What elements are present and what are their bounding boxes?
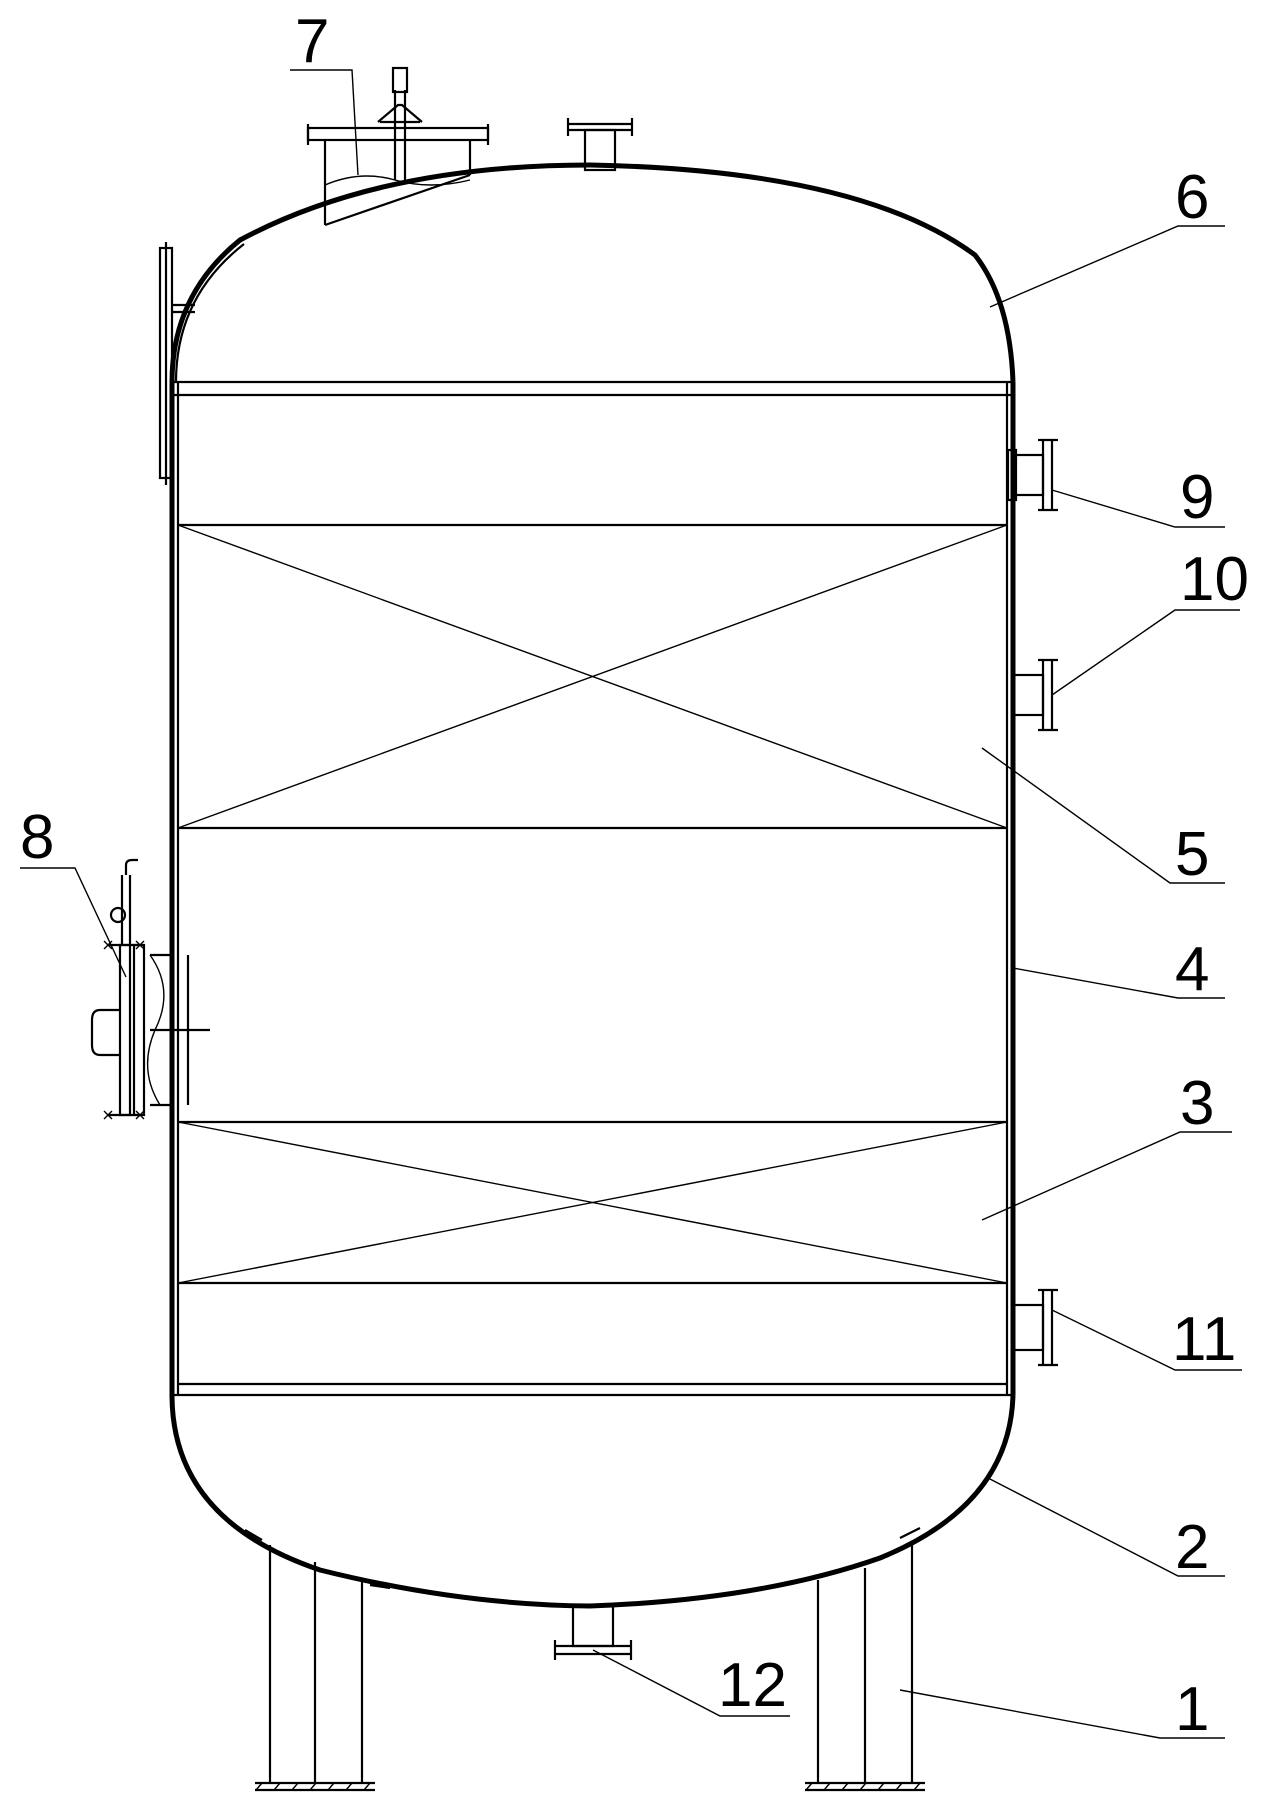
level-gauge-bracket [158,242,195,485]
label-9: 9 [1180,463,1214,532]
label-12: 12 [718,1651,787,1720]
label-3: 3 [1180,1069,1214,1138]
label-11: 11 [1172,1305,1236,1374]
bottom-head [169,1394,1016,1609]
shell [169,382,1016,1395]
lower-nozzle [1011,1288,1058,1367]
part-labels: 1 2 3 4 5 6 7 8 9 10 11 12 [20,7,1249,1744]
bottom-support-plate [172,1382,1013,1397]
label-10: 10 [1180,545,1249,614]
top-head [169,162,1016,397]
leader-lines [20,69,1242,1739]
bottom-outlet-nozzle [553,1604,633,1660]
label-2: 2 [1175,1513,1209,1582]
label-6: 6 [1175,163,1209,232]
legs [255,1545,925,1792]
upper-nozzle [1006,438,1058,512]
label-1: 1 [1175,1675,1209,1744]
top-manhole [306,66,490,227]
label-4: 4 [1175,935,1209,1004]
lower-packing-layer [177,1120,1008,1285]
label-8: 8 [20,803,54,872]
side-manhole [90,858,210,1120]
top-vent-nozzle [566,118,634,172]
label-5: 5 [1175,820,1209,889]
middle-nozzle [1011,658,1058,732]
label-7: 7 [295,7,329,76]
upper-packing-layer [177,524,1008,830]
